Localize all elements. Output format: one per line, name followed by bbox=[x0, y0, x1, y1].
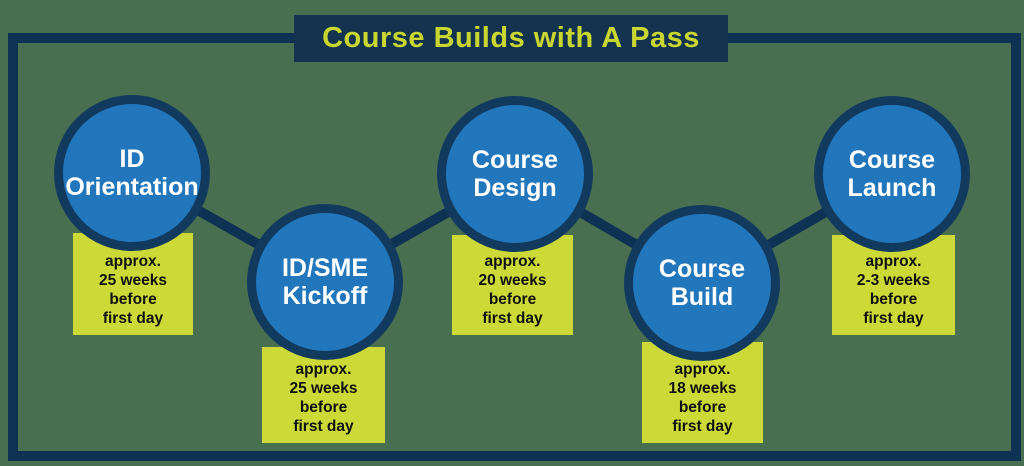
timing-line: approx. bbox=[295, 361, 352, 378]
timing-line: approx. bbox=[674, 361, 731, 378]
diagram-title: Course Builds with A Pass bbox=[322, 22, 700, 54]
stage-name: Course Design bbox=[472, 146, 558, 202]
stage-name-line: Course bbox=[848, 146, 936, 174]
stage-name-line: Design bbox=[473, 174, 557, 202]
timing-line: before bbox=[869, 291, 918, 308]
timing-line: 25 weeks bbox=[289, 380, 358, 397]
timing-line: 25 weeks bbox=[98, 272, 168, 289]
stage-circle-id-orientation: ID Orientation bbox=[54, 95, 210, 251]
stage-name: ID Orientation bbox=[65, 145, 198, 201]
stage-name-line: Build bbox=[670, 283, 734, 311]
stage-name-line: Kickoff bbox=[282, 282, 368, 310]
stage-name-line: ID bbox=[119, 145, 145, 173]
stage-circle-course-design: Course Design bbox=[437, 96, 593, 252]
timing-line: approx. bbox=[865, 253, 922, 270]
stage-name-line: Course bbox=[658, 255, 746, 283]
stage-name: ID/SME Kickoff bbox=[282, 254, 368, 310]
stage-name: Course Build bbox=[659, 255, 745, 311]
timing-line: 2-3 weeks bbox=[856, 272, 931, 289]
timing-line: first day bbox=[102, 310, 164, 327]
timing-line: first day bbox=[293, 418, 354, 435]
title-banner: Course Builds with A Pass bbox=[294, 15, 728, 62]
timing-line: first day bbox=[672, 418, 733, 435]
timing-line: before bbox=[678, 399, 727, 416]
timing-line: approx. bbox=[105, 253, 161, 270]
timing-line: before bbox=[299, 399, 348, 416]
stage-name-line: Launch bbox=[847, 174, 937, 202]
timing-line: approx. bbox=[484, 253, 541, 270]
stage-circle-course-build: Course Build bbox=[624, 205, 780, 361]
timing-line: first day bbox=[482, 310, 543, 327]
stage-name-line: Orientation bbox=[65, 173, 199, 201]
timing-line: 18 weeks bbox=[668, 380, 737, 397]
timing-line: 20 weeks bbox=[478, 272, 547, 289]
timing-line: first day bbox=[863, 310, 924, 327]
timing-line: before bbox=[488, 291, 537, 308]
stage-name: Course Launch bbox=[848, 146, 937, 202]
stage-circle-id-sme-kickoff: ID/SME Kickoff bbox=[247, 204, 403, 360]
stage-name-line: ID/SME bbox=[281, 254, 369, 282]
stage-circle-course-launch: Course Launch bbox=[814, 96, 970, 252]
timing-label-course-build: approx. 18 weeks before first day bbox=[642, 342, 763, 443]
timing-line: before bbox=[109, 291, 157, 308]
stage-name-line: Course bbox=[471, 146, 559, 174]
timing-label-id-sme-kickoff: approx. 25 weeks before first day bbox=[262, 347, 385, 443]
